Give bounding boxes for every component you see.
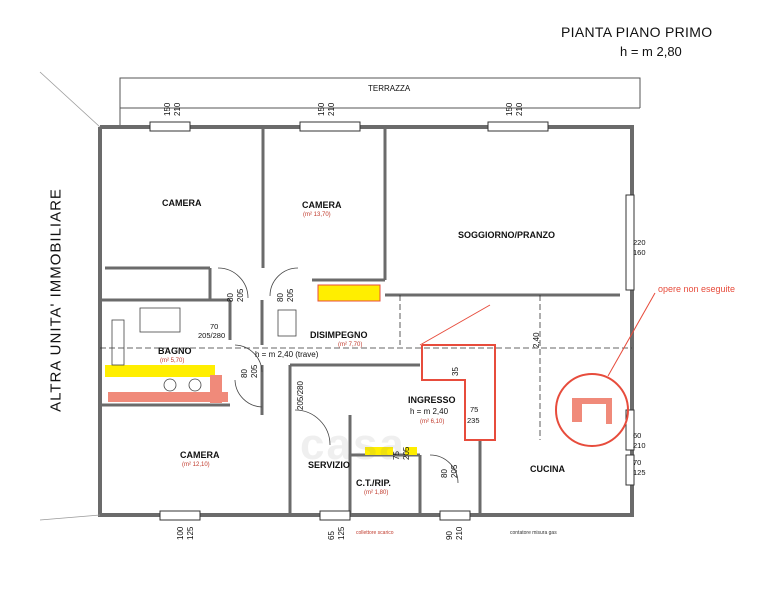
dim-right1-b: 160 [633, 248, 646, 257]
dim-disimpegno-240: 2,40 [532, 332, 541, 348]
room-disimpegno: DISIMPEGNO [310, 330, 368, 340]
dim-door-cam1-b: 205 [236, 288, 245, 302]
dim-door-cam2-b: 205 [286, 288, 295, 302]
dim-bot3-b: 210 [455, 526, 464, 540]
dim-bot1-a: 100 [176, 526, 185, 540]
tiny-note-collettore: collettore scarico [356, 530, 394, 536]
circle-detail [572, 398, 612, 424]
adjacent-unit-label: ALTRA UNITA' IMMOBILIARE [47, 188, 65, 412]
dim-bagno-door: 70 [210, 322, 219, 331]
room-ingresso: INGRESSO [408, 395, 456, 405]
room-bagno-area: (m² 5,70) [160, 358, 185, 364]
dim-w3-b: 210 [515, 102, 524, 116]
watermark-logo: casa [300, 420, 406, 469]
adjacent-boundary-bottom [39, 514, 101, 521]
room-servizio: SERVIZIO [308, 460, 350, 470]
room-soggiorno: SOGGIORNO/PRANZO [458, 230, 556, 240]
dim-right2-a: 60 [633, 431, 642, 440]
room-camera-1: CAMERA [162, 198, 202, 208]
dim-door-ing-a: 80 [440, 469, 449, 478]
room-camera-2-area: (m² 13,70) [303, 212, 331, 218]
dim-bot2-b: 125 [337, 526, 346, 540]
dim-servizio-door: 205/280 [296, 381, 305, 410]
dim-right3-b: 125 [633, 468, 646, 477]
plan-height: h = m 2,80 [620, 44, 682, 59]
dim-bagno-door-h: 205/280 [198, 331, 226, 340]
room-disimpegno-area: (m² 7,70) [338, 342, 363, 348]
dim-right3-a: 70 [633, 458, 642, 467]
terrace-outline [119, 77, 641, 126]
tiny-note-gas: contatore misura gas [510, 530, 557, 536]
bagno-salmon-strip [108, 392, 228, 402]
dim-door-cam2-a: 80 [276, 293, 285, 302]
ct-yellow-strip [365, 447, 393, 455]
plan-title: PIANTA PIANO PRIMO [561, 24, 713, 40]
bagno-salmon-block [210, 375, 222, 403]
ct-yellow-strip-2 [405, 447, 417, 455]
dim-door-cam3-b: 205 [250, 364, 259, 378]
dim-bot2-a: 65 [327, 531, 336, 540]
dim-w3-a: 150 [505, 102, 514, 116]
dim-w2-a: 150 [317, 102, 326, 116]
dashed-lines [100, 295, 632, 440]
room-ct-area: (m² 1,80) [364, 490, 389, 496]
room-bagno: BAGNO [158, 346, 192, 356]
door-swings [217, 267, 459, 484]
dim-door-cam3-a: 80 [240, 369, 249, 378]
outer-walls [98, 125, 634, 517]
room-ct-rip: C.T./RIP. [356, 478, 391, 488]
bathroom-fixtures [111, 307, 297, 392]
room-ingresso-height: h = m 2,40 [410, 407, 449, 416]
dim-ingresso-235: 235 [467, 416, 480, 425]
room-cucina: CUCINA [530, 464, 565, 474]
yellow-areas [317, 284, 381, 302]
dim-door-ing-b: 205 [450, 464, 459, 478]
dim-bot3-a: 90 [445, 531, 454, 540]
terrace-label: TERRAZZA [368, 84, 411, 93]
dim-w1-a: 150 [163, 102, 172, 116]
dim-ingresso-75: 75 [470, 405, 479, 414]
dim-ingresso-35: 35 [451, 367, 460, 376]
dim-right1-a: 220 [633, 238, 646, 247]
room-camera-2: CAMERA [302, 200, 342, 210]
red-outlines [419, 292, 656, 447]
dim-right2-b: 210 [633, 441, 646, 450]
beam-label: h = m 2,40 (trave) [255, 350, 319, 359]
dim-w2-b: 210 [327, 102, 336, 116]
adjacent-boundary [39, 71, 101, 128]
bagno-yellow-strip [105, 365, 215, 377]
dim-door-cam1-a: 80 [226, 293, 235, 302]
room-ingresso-area: (m² 6,10) [420, 419, 445, 425]
room-camera-3-area: (m² 12,10) [182, 462, 210, 468]
works-not-done-note: opere non eseguite [658, 284, 736, 294]
windows [149, 121, 635, 521]
dim-bot1-b: 125 [186, 526, 195, 540]
dim-w1-b: 210 [173, 102, 182, 116]
room-camera-3: CAMERA [180, 450, 220, 460]
